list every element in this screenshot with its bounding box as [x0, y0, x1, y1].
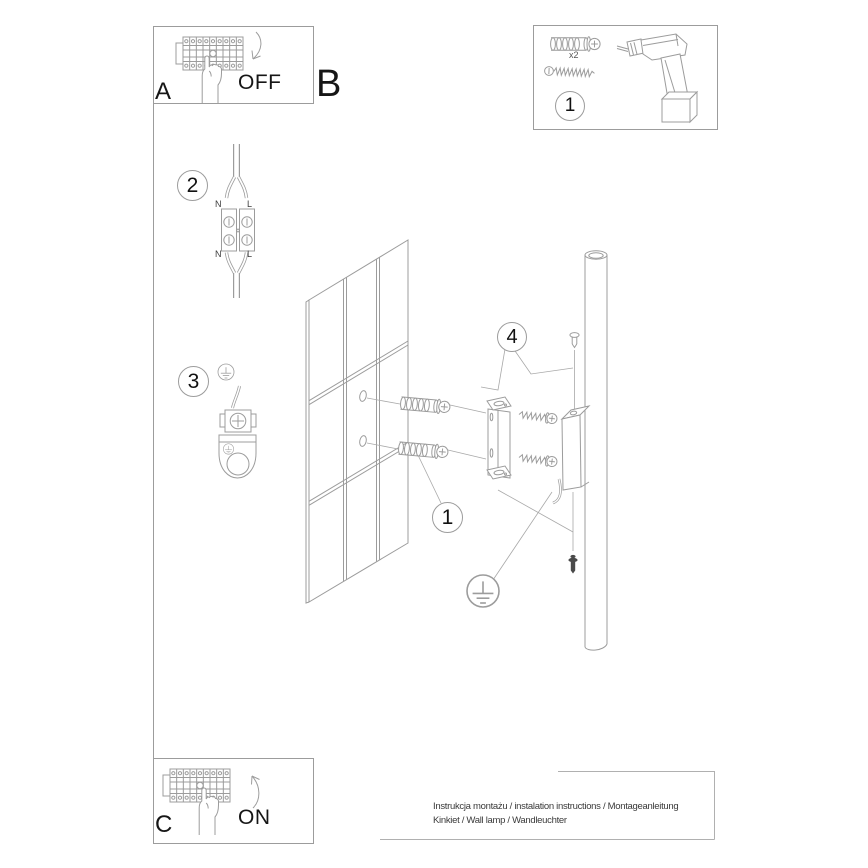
- off-label: OFF: [238, 71, 282, 94]
- wire-n-label: N: [215, 249, 222, 259]
- step-a-label: A: [155, 78, 172, 105]
- step-c-illustration: [162, 768, 260, 836]
- title-block-line2: Kinkiet / Wall lamp / Wandleuchter: [433, 815, 567, 826]
- step-2-callout: 2: [177, 170, 208, 201]
- drill-icon: [616, 33, 699, 124]
- wire-n-label: N: [215, 199, 222, 209]
- step-a-illustration: [175, 31, 262, 104]
- screw-icon: [517, 408, 559, 425]
- parts-callout-1: 1: [555, 91, 585, 121]
- drill-hole: [359, 390, 367, 402]
- screw-icon: [517, 451, 559, 468]
- ground-screw-icon: [568, 554, 578, 574]
- step-3-callout: 3: [178, 366, 209, 397]
- lamp-mounting-block: [552, 405, 591, 505]
- leader-lines: [366, 347, 575, 581]
- sheet-frame: [153, 25, 718, 844]
- lamp-tube: [584, 250, 608, 651]
- ground-symbol-icon: [223, 443, 234, 455]
- arrow-down-icon: [251, 31, 262, 60]
- ground-symbol-icon: [466, 574, 500, 608]
- wiring-diagram: [221, 144, 255, 298]
- drill-hole: [359, 435, 367, 447]
- title-block: Instrukcja montażu / instalation instruc…: [433, 800, 679, 828]
- step-c-label: C: [155, 811, 173, 838]
- screw-icon: [544, 66, 595, 79]
- bracket-callout: 4: [497, 322, 527, 352]
- quantity-label: x2: [569, 50, 579, 60]
- arrow-up-icon: [251, 775, 260, 809]
- mounting-bracket: [486, 396, 512, 480]
- wall-panel: [305, 239, 409, 604]
- title-block-line1: Instrukcja montażu / instalation instruc…: [433, 801, 679, 812]
- screw-icon: [569, 332, 580, 349]
- on-label: ON: [238, 806, 271, 829]
- wall-plug-callout: 1: [432, 502, 463, 533]
- wire-l-label: L: [247, 199, 253, 209]
- circuit-breaker-icon: [162, 768, 231, 803]
- ground-terminal-diagram: [217, 363, 257, 479]
- wire-l-label: L: [247, 249, 253, 259]
- step-b-label: B: [316, 63, 342, 105]
- parts-box-illustration: [544, 33, 699, 124]
- ground-symbol-icon: [217, 363, 235, 381]
